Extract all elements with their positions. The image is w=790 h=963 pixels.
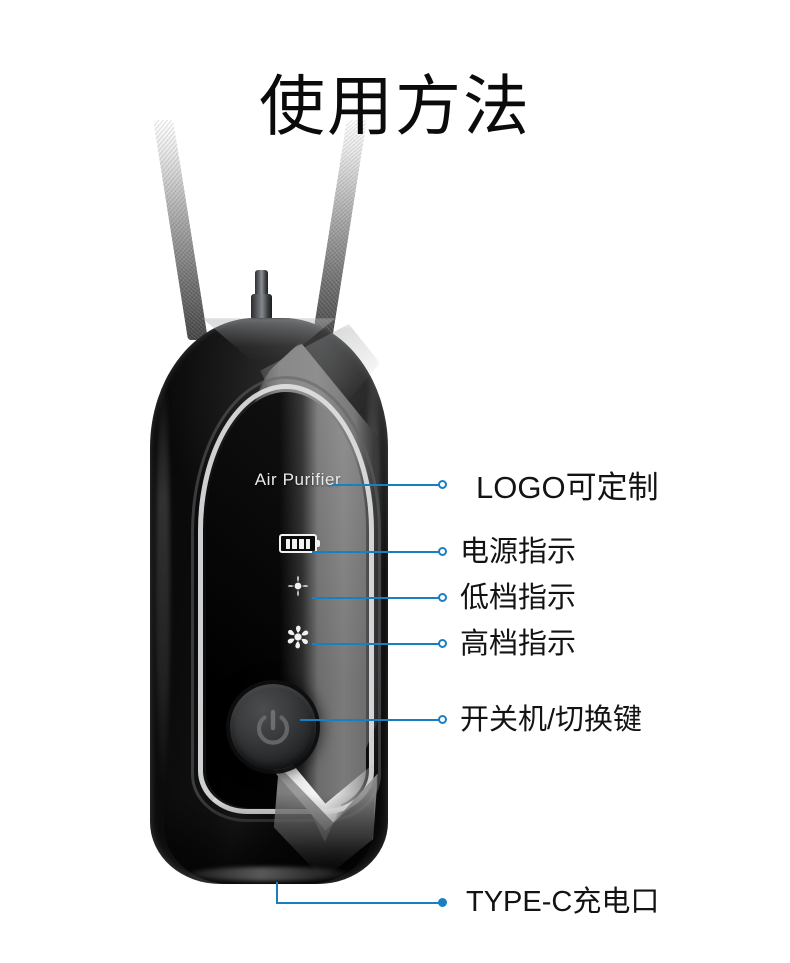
callout-label-high-speed: 高档指示 bbox=[460, 628, 577, 660]
battery-icon bbox=[279, 534, 321, 553]
leader-line-charging-vertical bbox=[276, 882, 278, 904]
leader-marker-switch bbox=[438, 715, 447, 724]
brand-text: Air Purifier bbox=[254, 470, 342, 489]
leader-line-high-speed bbox=[312, 643, 440, 645]
power-icon bbox=[256, 709, 290, 745]
leader-marker-charging bbox=[438, 898, 447, 907]
device-body: Air Purifier bbox=[150, 318, 388, 884]
callout-label-low-speed: 低档指示 bbox=[460, 582, 577, 614]
shell-highlight-left bbox=[156, 370, 170, 800]
page-title: 使用方法 bbox=[259, 69, 531, 143]
leader-marker-high-speed bbox=[438, 639, 447, 648]
leader-line-switch bbox=[300, 719, 440, 721]
leader-line-charging-horizontal bbox=[276, 902, 442, 904]
lanyard-connector bbox=[251, 270, 272, 322]
fan-high-icon bbox=[287, 625, 309, 649]
callout-label-power-led: 电源指示 bbox=[460, 536, 577, 568]
battery-cell bbox=[292, 538, 297, 549]
leader-line-logo bbox=[332, 484, 440, 486]
callout-label-logo: LOGO可定制 bbox=[476, 470, 659, 505]
callout-label-charging: TYPE-C充电口 bbox=[466, 886, 660, 918]
strap-weave-texture bbox=[312, 120, 367, 340]
lanyard-strap-right bbox=[312, 120, 367, 340]
battery-cell bbox=[285, 538, 291, 549]
lanyard-strap-left bbox=[153, 120, 208, 340]
strap-weave-texture bbox=[153, 120, 208, 340]
power-button[interactable] bbox=[230, 684, 316, 770]
battery-cell bbox=[305, 538, 311, 549]
battery-cell bbox=[299, 538, 304, 549]
fan-low-icon bbox=[287, 575, 309, 597]
leader-line-power-led bbox=[312, 551, 440, 553]
leader-line-low-speed bbox=[312, 597, 440, 599]
indicator-icon-column bbox=[248, 534, 348, 655]
leader-marker-low-speed bbox=[438, 593, 447, 602]
leader-marker-logo bbox=[438, 480, 447, 489]
callout-label-switch: 开关机/切换键 bbox=[460, 704, 643, 736]
device-base-rim bbox=[190, 867, 348, 881]
leader-marker-power-led bbox=[438, 547, 447, 556]
